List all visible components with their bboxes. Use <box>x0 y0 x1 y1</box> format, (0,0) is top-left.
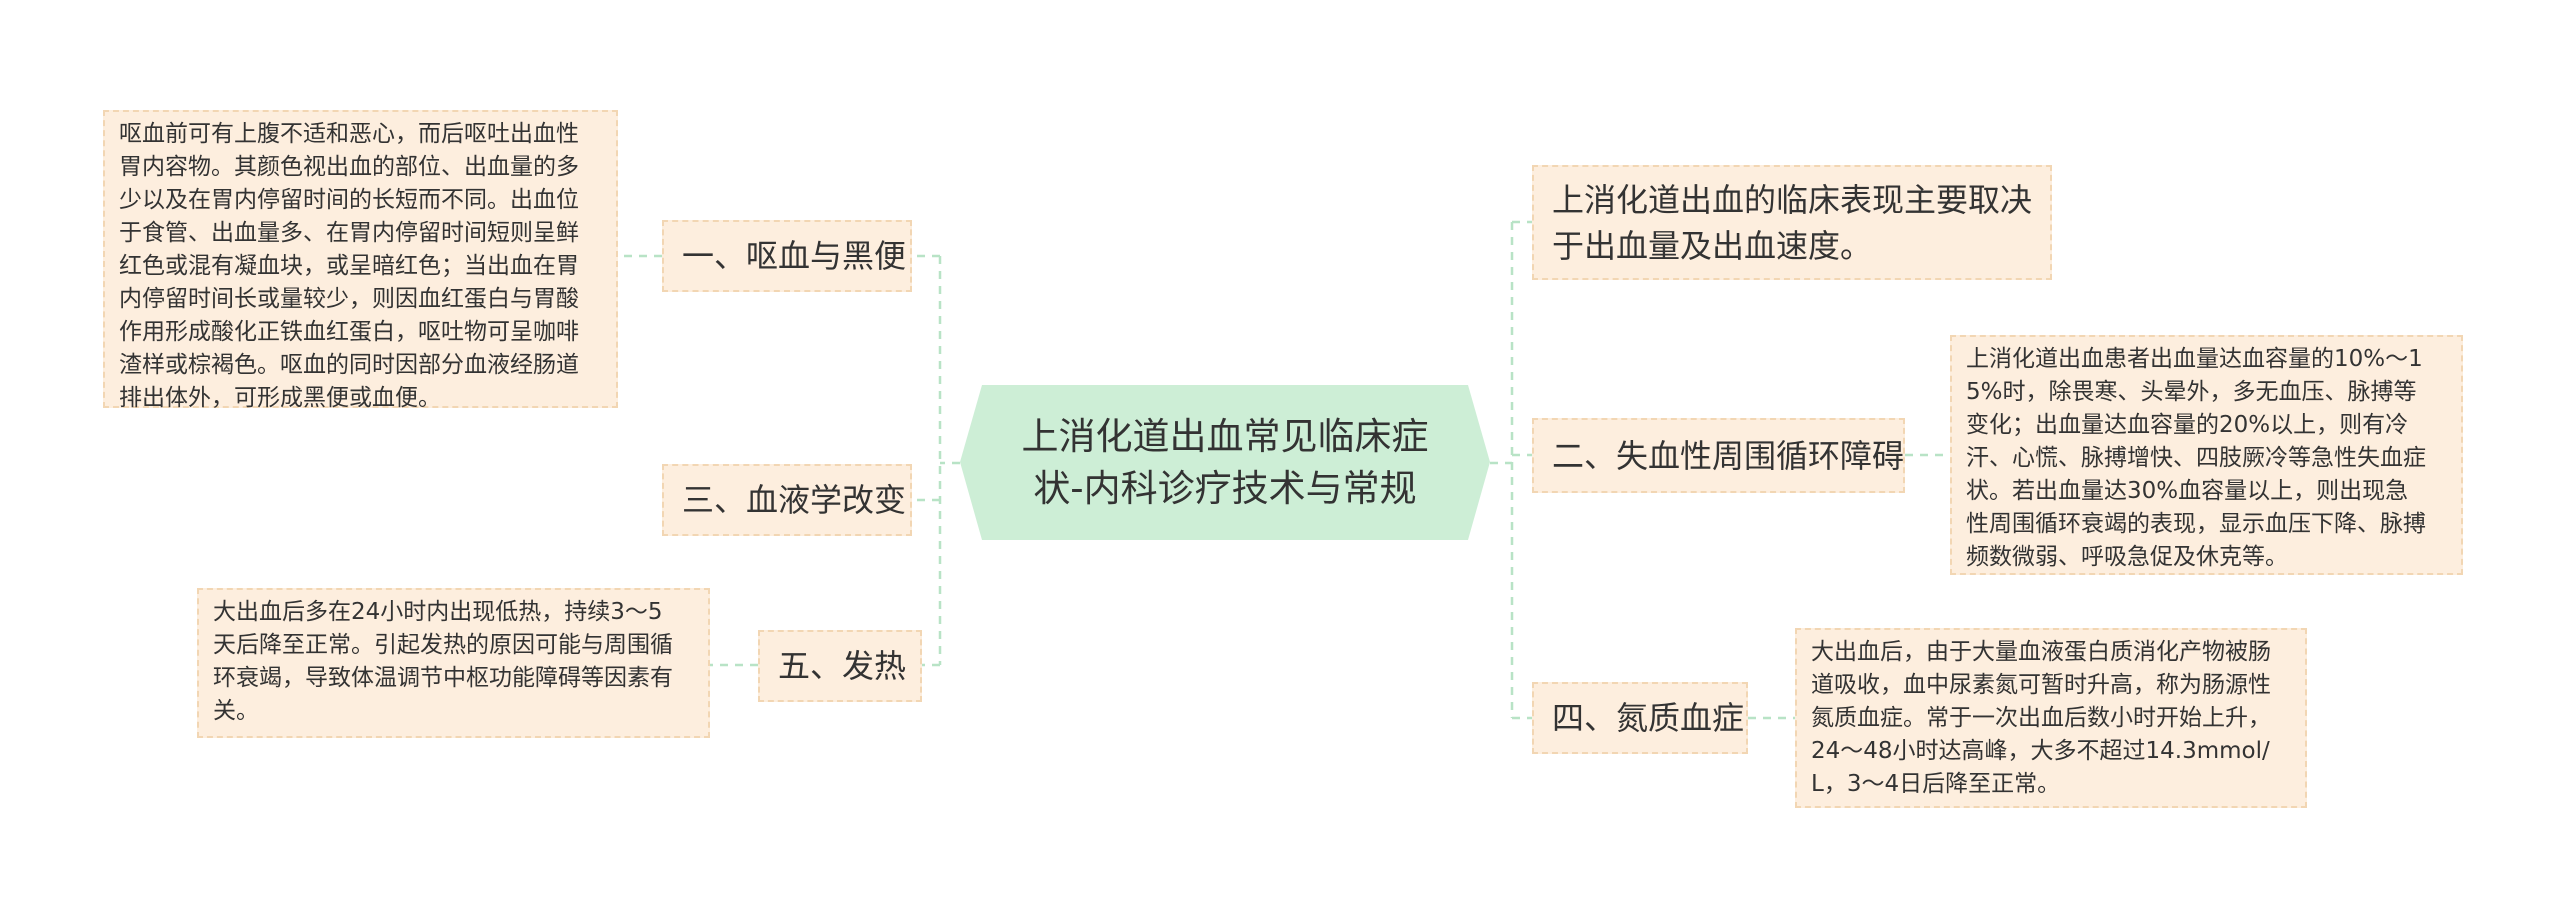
connector-root-left <box>938 256 960 665</box>
topic-summary[interactable]: 上消化道出血的临床表现主要取决 于出血量及出血速度。 <box>1532 165 2052 280</box>
root-hexagon-shape <box>960 385 1490 540</box>
connector-root-right <box>1490 222 1514 718</box>
topic-azotemia[interactable]: 四、氮质血症 <box>1532 682 1748 754</box>
topic-label: 五、发热 <box>778 647 907 685</box>
root-title: 上消化道出血常见临床症 状-内科诊疗技术与常规 <box>1021 414 1429 510</box>
topic-label: 三、血液学改变 <box>682 481 907 519</box>
topic-circulatory-disorder[interactable]: 二、失血性周围循环障碍 <box>1532 418 1905 493</box>
topic-label: 一、呕血与黑便 <box>682 237 907 275</box>
topic-label: 二、失血性周围循环障碍 <box>1552 436 1905 475</box>
detail-vomiting-blood: 呕血前可有上腹不适和恶心，而后呕吐出血性 胃内容物。其颜色视出血的部位、出血量的… <box>103 110 618 411</box>
topic-label: 四、氮质血症 <box>1552 699 1745 737</box>
topic-fever[interactable]: 五、发热 <box>758 630 922 702</box>
topic-vomiting-blood-melena[interactable]: 一、呕血与黑便 <box>662 220 912 292</box>
root-topic[interactable]: 上消化道出血常见临床症 状-内科诊疗技术与常规 <box>960 385 1490 540</box>
detail-circulatory-disorder: 上消化道出血患者出血量达血容量的10%～1 5%时，除畏寒、头晕外，多无血压、脉… <box>1950 335 2463 575</box>
detail-azotemia: 大出血后，由于大量血液蛋白质消化产物被肠 道吸收，血中尿素氮可暂时升高，称为肠源… <box>1795 628 2307 808</box>
topic-hematologic-changes[interactable]: 三、血液学改变 <box>662 464 912 536</box>
detail-fever: 大出血后多在24小时内出现低热，持续3～5 天后降至正常。引起发热的原因可能与周… <box>197 588 710 738</box>
